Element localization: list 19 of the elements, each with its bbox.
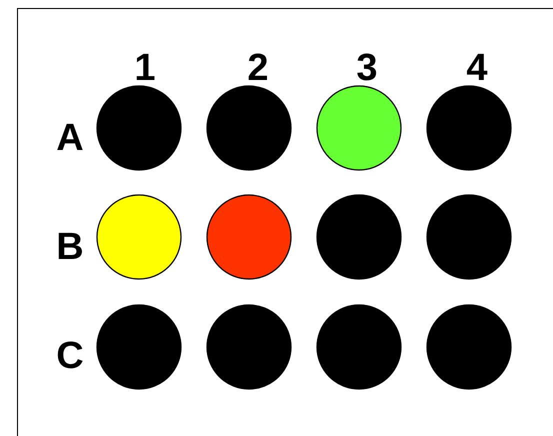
well-circle (206, 85, 292, 171)
column-label: 3 (356, 49, 378, 87)
well-circle (206, 194, 292, 280)
row-label: B (56, 228, 84, 266)
well-circle (426, 194, 512, 280)
well-circle (426, 304, 512, 390)
well-circle (316, 85, 402, 171)
row-label: A (56, 119, 84, 157)
well-circle (426, 85, 512, 171)
well-circle (96, 194, 182, 280)
well-circle (96, 85, 182, 171)
well-circle (316, 304, 402, 390)
well-circle (316, 194, 402, 280)
column-label: 4 (466, 49, 488, 87)
column-label: 1 (134, 49, 156, 87)
well-circle (206, 304, 292, 390)
well-circle (96, 304, 182, 390)
row-label: C (56, 337, 84, 375)
column-label: 2 (247, 49, 269, 87)
